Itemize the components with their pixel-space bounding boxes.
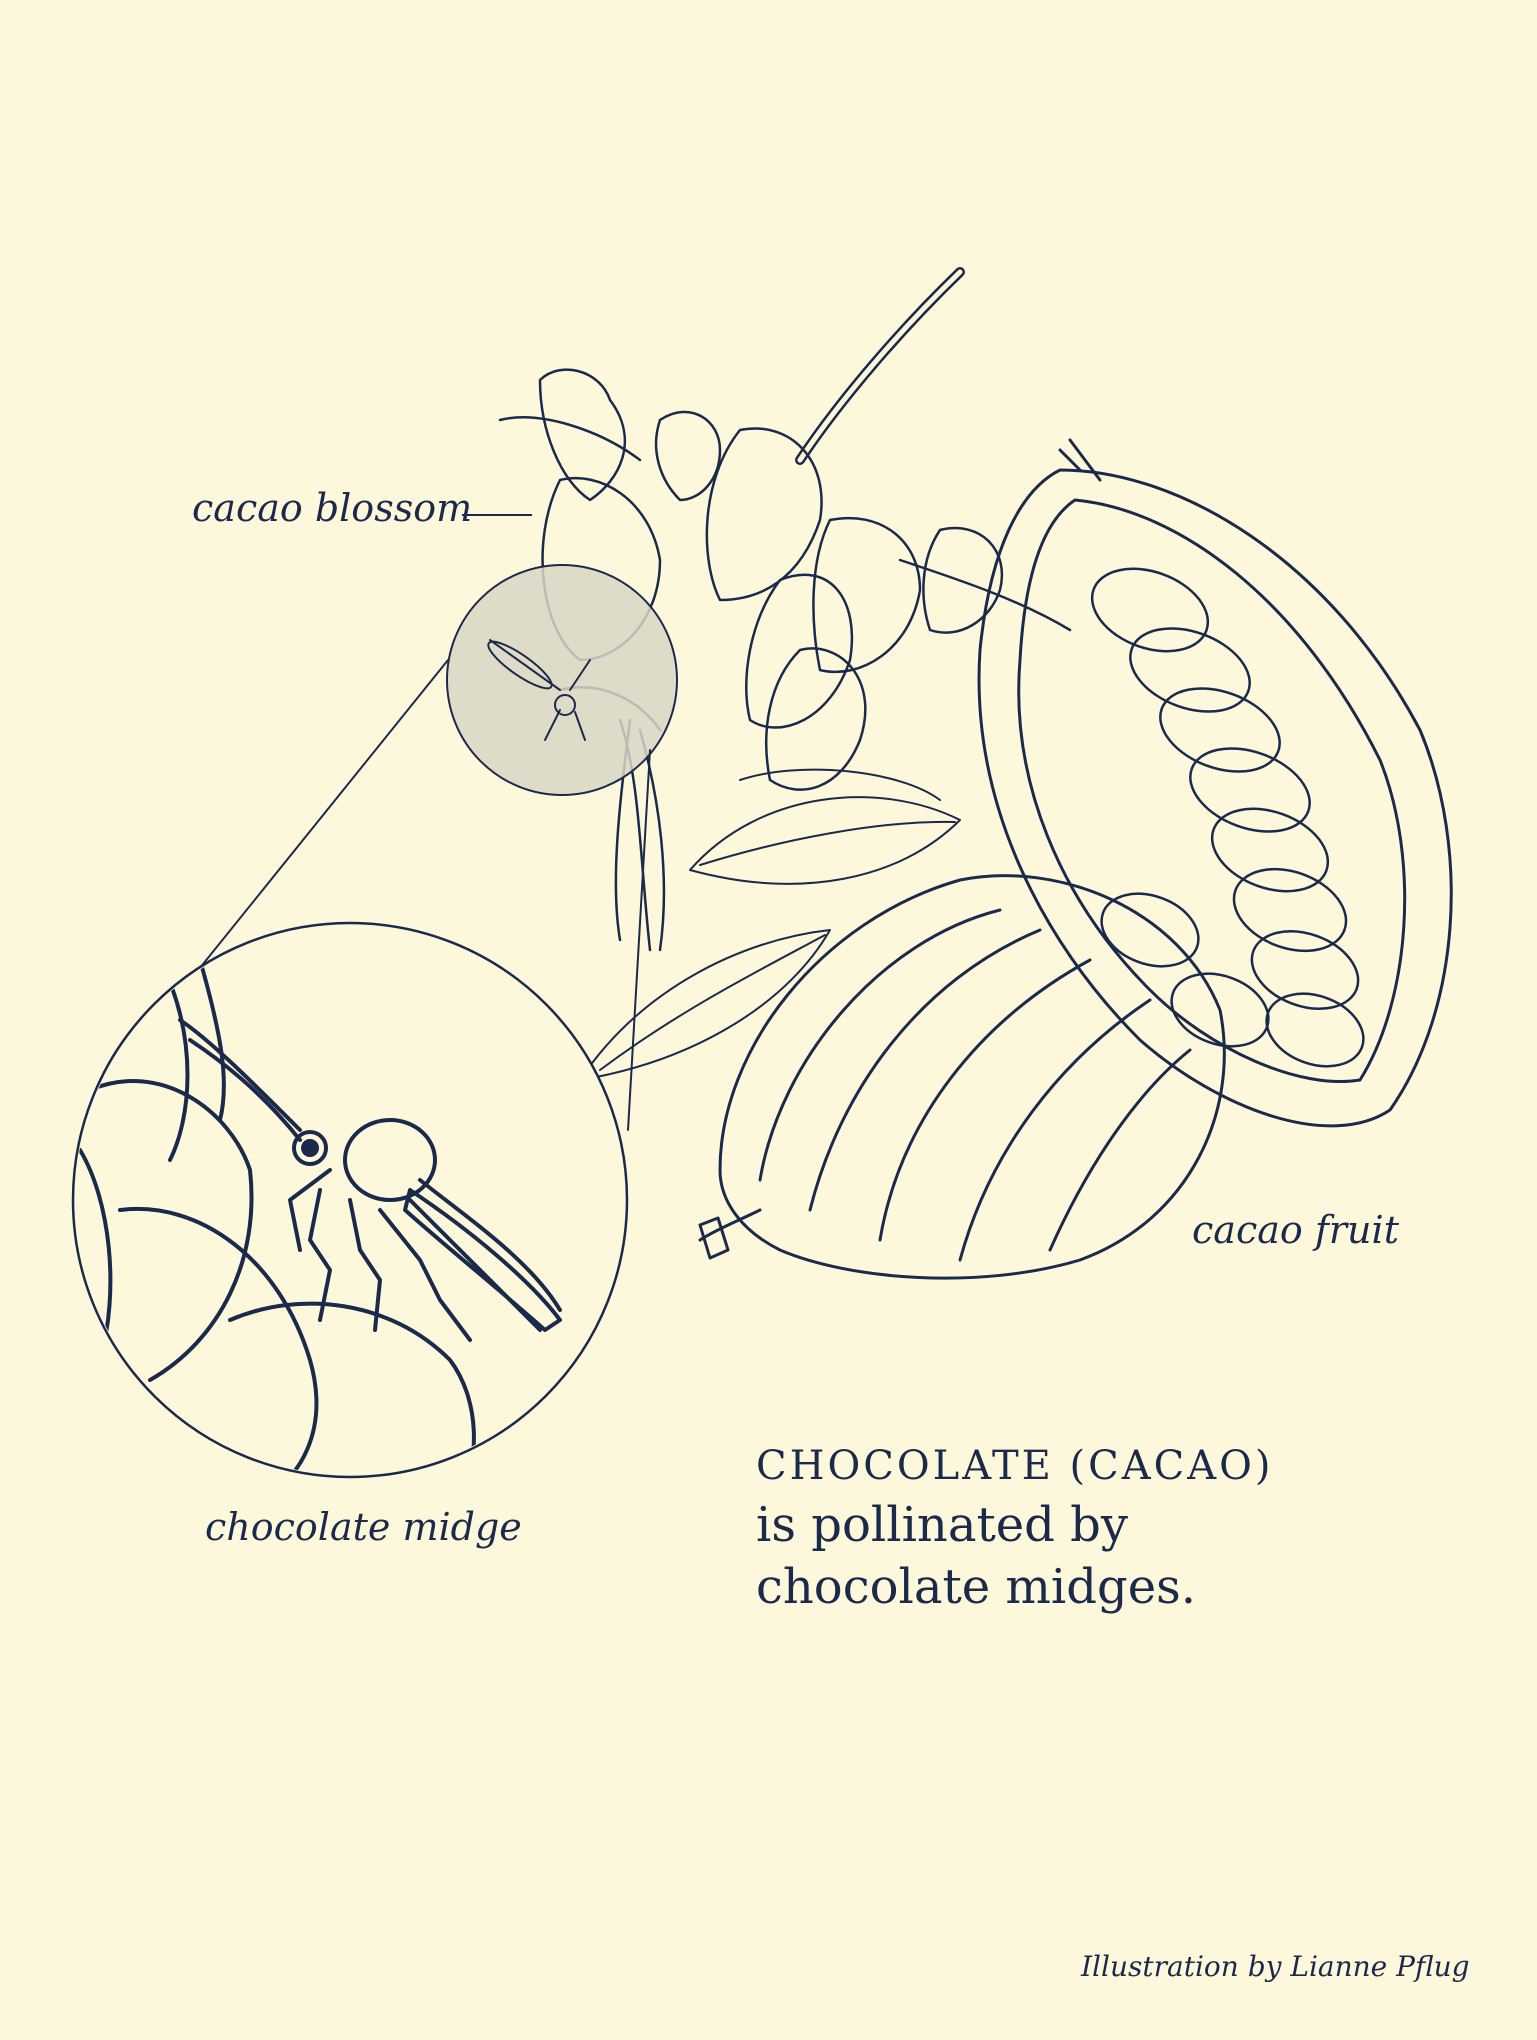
headline-caps: CHOCOLATE (CACAO) <box>756 1443 1274 1489</box>
headline: CHOCOLATE (CACAO) is pollinated by choco… <box>756 1438 1274 1618</box>
zoom-line-right <box>627 749 651 1131</box>
leaves <box>579 768 961 1081</box>
blossom-leader-line <box>462 514 532 516</box>
label-cacao-fruit: cacao fruit <box>1192 1208 1399 1252</box>
open-pod <box>977 438 1453 1128</box>
headline-line-2: chocolate midges. <box>756 1559 1197 1615</box>
headline-line-1: is pollinated by <box>756 1497 1128 1553</box>
midge-large <box>78 958 562 1475</box>
stem <box>795 267 965 465</box>
zoom-line-left <box>161 659 449 1016</box>
pod-seeds <box>1090 567 1365 1068</box>
illustration-credit: Illustration by Lianne Pflug <box>1081 1950 1470 1983</box>
magnifier-small <box>446 564 678 796</box>
closed-pod <box>698 874 1226 1280</box>
label-chocolate-midge: chocolate midge <box>205 1505 522 1549</box>
midge-small <box>487 639 591 741</box>
label-cacao-blossom: cacao blossom <box>192 486 473 530</box>
